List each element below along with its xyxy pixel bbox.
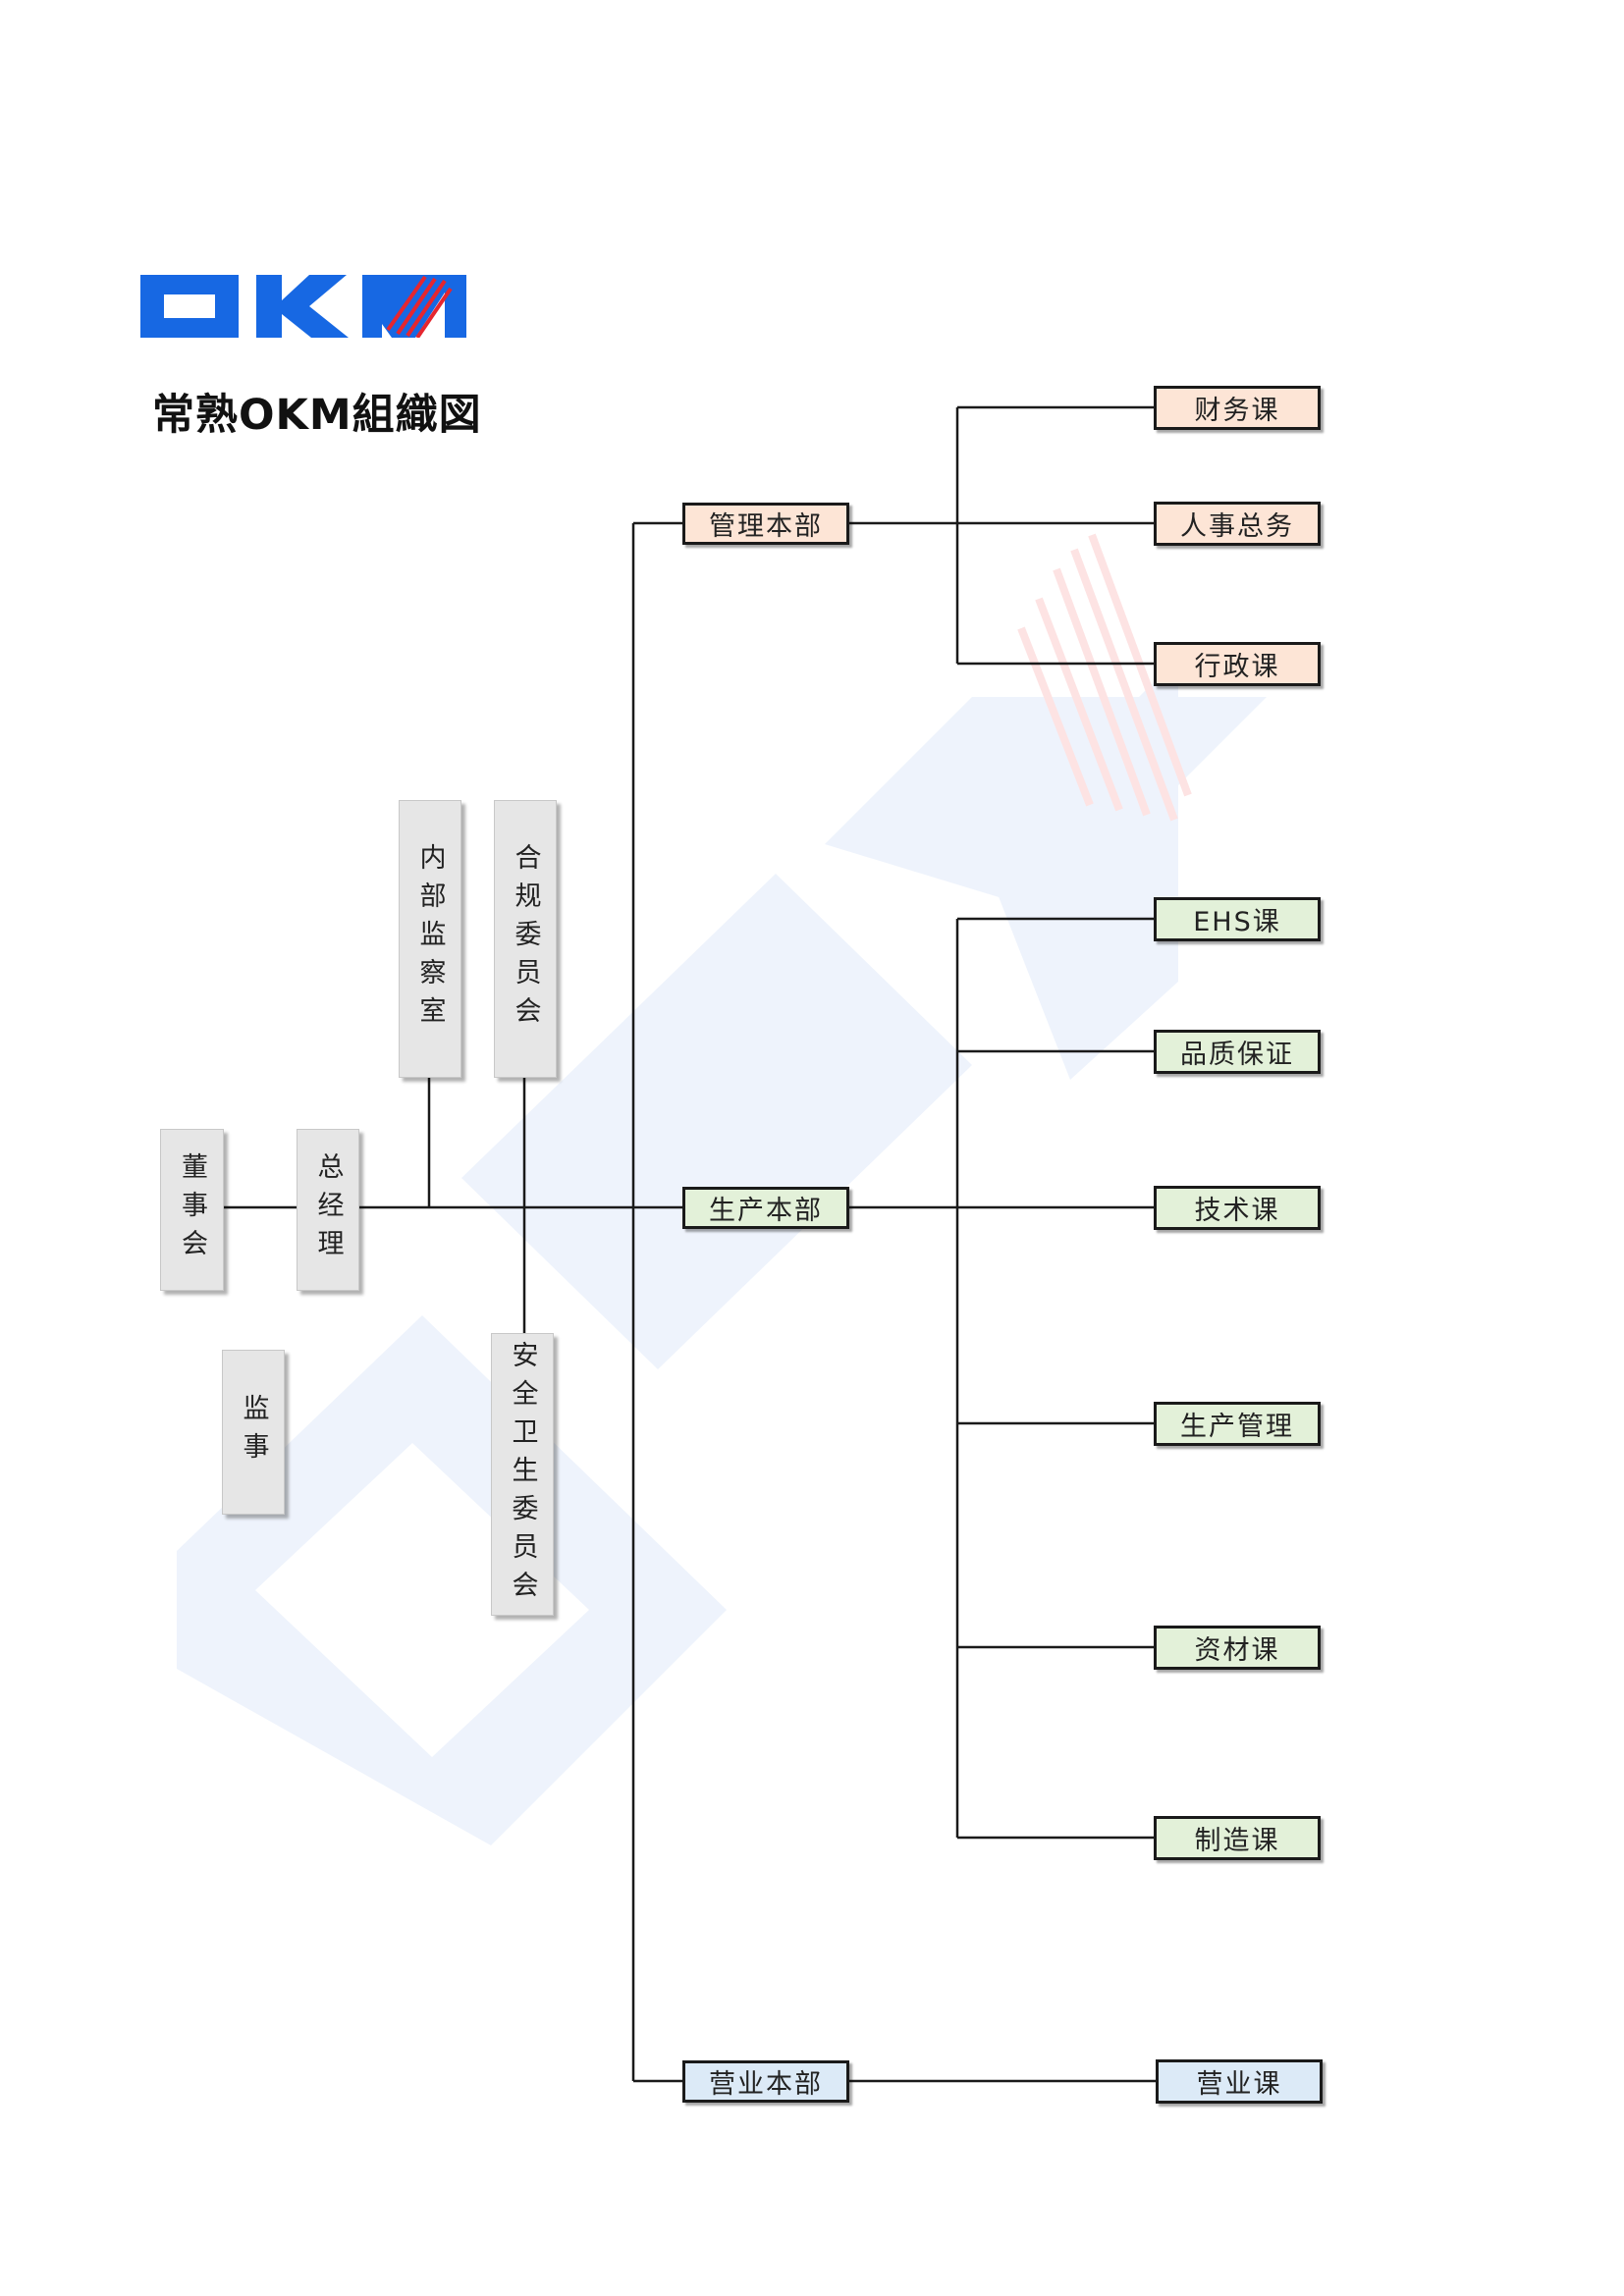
- unit-quality-assurance: 品质保证: [1154, 1030, 1321, 1074]
- board-label: 董事会: [177, 1152, 207, 1267]
- supervisor-box: 监事: [222, 1350, 285, 1515]
- supervisor-label: 监事: [238, 1394, 269, 1470]
- board-box: 董事会: [160, 1129, 224, 1291]
- unit-materials: 资材课: [1154, 1626, 1321, 1670]
- logo-letter-m: [362, 275, 466, 338]
- unit-sales: 营业课: [1156, 2059, 1323, 2104]
- internal-audit-label: 内部监察室: [414, 843, 446, 1035]
- unit-technology: 技术课: [1154, 1186, 1321, 1230]
- unit-administration: 行政课: [1154, 642, 1321, 686]
- general-manager-label: 总经理: [312, 1152, 344, 1267]
- internal-audit-box: 内部监察室: [399, 800, 461, 1078]
- unit-hr-general-affairs: 人事总务: [1154, 502, 1321, 546]
- compliance-committee-label: 合规委员会: [510, 843, 541, 1035]
- okm-logo: [140, 275, 466, 338]
- unit-manufacturing: 制造课: [1154, 1816, 1321, 1860]
- logo-letter-k: [256, 275, 349, 338]
- production-division-box: 生产本部: [682, 1187, 849, 1229]
- logo-letter-o: [140, 275, 239, 338]
- unit-finance: 财务课: [1154, 386, 1321, 430]
- safety-committee-label: 安全卫生委员会: [507, 1340, 538, 1609]
- unit-production-control: 生产管理: [1154, 1402, 1321, 1446]
- page-title: 常熟OKM組織図: [152, 391, 482, 440]
- compliance-committee-box: 合规委员会: [494, 800, 557, 1078]
- general-manager-box: 总经理: [297, 1129, 359, 1291]
- unit-ehs: EHS课: [1154, 897, 1321, 941]
- sales-division-box: 营业本部: [682, 2060, 849, 2103]
- safety-committee-box: 安全卫生委员会: [491, 1333, 554, 1616]
- management-division-box: 管理本部: [682, 503, 849, 545]
